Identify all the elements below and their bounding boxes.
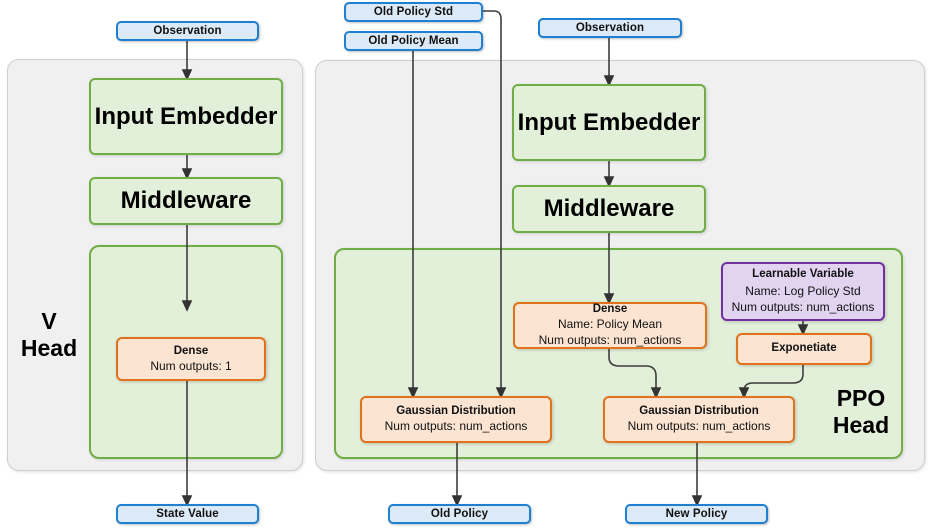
gaussian-new-title: Gaussian Distribution [639, 405, 759, 417]
ppo-dense-line1: Name: Policy Mean [557, 317, 663, 332]
gaussian-old-line1: Num outputs: num_actions [384, 419, 528, 434]
ppo-head-caption: PPO Head [832, 385, 890, 439]
input-old-policy-std[interactable]: Old Policy Std [344, 2, 483, 22]
ppo-input-embedder-block[interactable]: Input Embedder [512, 84, 706, 161]
output-state-value[interactable]: State Value [116, 504, 259, 524]
learnable-variable-block[interactable]: Learnable Variable Name: Log Policy Std … [721, 262, 885, 321]
v-head-caption: V Head [20, 308, 78, 362]
input-old-policy-mean[interactable]: Old Policy Mean [344, 31, 483, 51]
v-dense-block[interactable]: Dense Num outputs: 1 [116, 337, 266, 381]
learnable-variable-line2: Num outputs: num_actions [731, 300, 875, 315]
output-old-policy[interactable]: Old Policy [388, 504, 531, 524]
v-input-embedder-block[interactable]: Input Embedder [89, 78, 283, 155]
gaussian-distribution-old-block[interactable]: Gaussian Distribution Num outputs: num_a… [360, 396, 552, 443]
gaussian-old-title: Gaussian Distribution [396, 405, 516, 417]
ppo-dense-line2: Num outputs: num_actions [538, 333, 682, 348]
input-observation-ppo[interactable]: Observation [538, 18, 682, 38]
exponetiate-title: Exponetiate [771, 342, 837, 355]
ppo-dense-policy-mean-block[interactable]: Dense Name: Policy Mean Num outputs: num… [513, 302, 707, 349]
output-new-policy[interactable]: New Policy [625, 504, 768, 524]
learnable-variable-line1: Name: Log Policy Std [745, 284, 861, 298]
v-middleware-block[interactable]: Middleware [89, 177, 283, 225]
ppo-middleware-block[interactable]: Middleware [512, 185, 706, 233]
v-dense-title: Dense [173, 344, 209, 357]
gaussian-new-line1: Num outputs: num_actions [627, 419, 771, 434]
learnable-variable-title: Learnable Variable [752, 268, 854, 281]
gaussian-distribution-new-block[interactable]: Gaussian Distribution Num outputs: num_a… [603, 396, 795, 443]
exponetiate-block[interactable]: Exponetiate [736, 333, 872, 365]
input-observation-v[interactable]: Observation [116, 21, 259, 41]
ppo-dense-title: Dense [592, 303, 628, 316]
v-dense-line1: Num outputs: 1 [150, 358, 232, 373]
